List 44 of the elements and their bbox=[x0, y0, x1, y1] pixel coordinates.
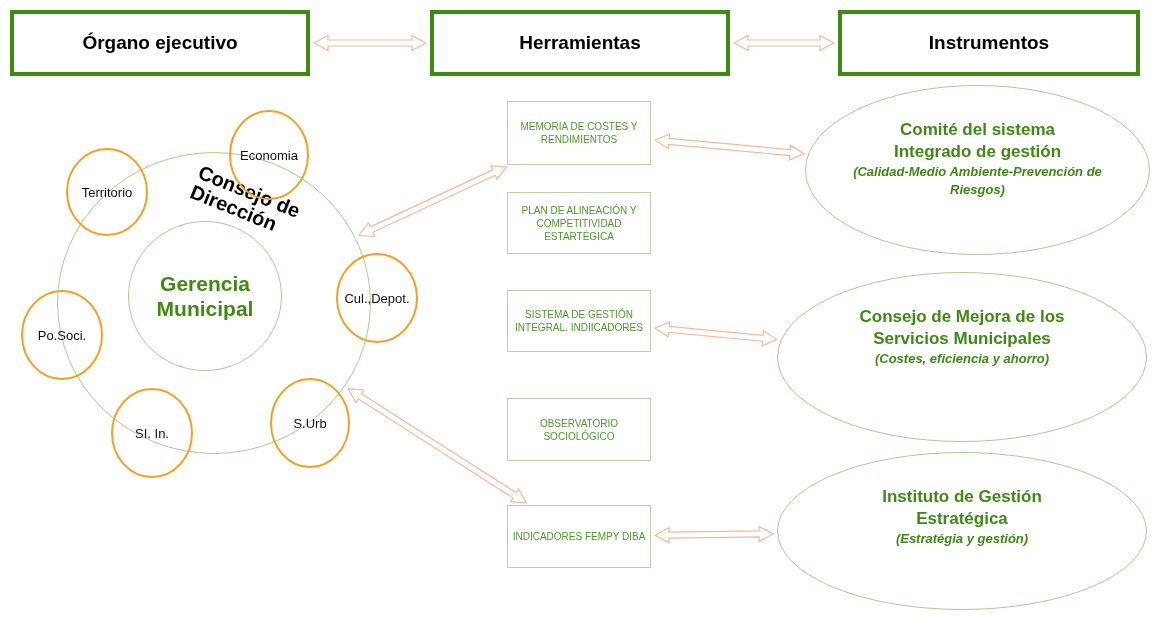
node-title: SI. In. bbox=[135, 425, 169, 441]
node-title: Herramientas bbox=[519, 32, 641, 54]
double-arrow bbox=[653, 321, 779, 347]
instrument-ellipse bbox=[777, 452, 1147, 610]
node-title: Economia bbox=[240, 147, 298, 163]
node-title: Comité del sistema Integrado de gestión bbox=[892, 119, 1063, 164]
member-circle bbox=[270, 378, 350, 468]
node-title: PLAN DE ALINEACIÓN Y COMPETITIVIDAD ESTARTÉGICA bbox=[520, 203, 638, 243]
double-arrow bbox=[732, 34, 836, 52]
node-title: Cul.,Depot. bbox=[344, 290, 410, 306]
node-title: Territorio bbox=[81, 184, 133, 200]
header-box bbox=[10, 10, 310, 76]
double-arrow bbox=[357, 165, 508, 238]
instrument-ellipse bbox=[777, 272, 1147, 442]
node-subtitle: (Costes, eficiencia y ahorro) bbox=[873, 350, 1051, 369]
node-title: MEMORIA DE COSTES Y RENDIMIENTOS bbox=[519, 120, 639, 146]
double-arrow bbox=[653, 132, 806, 161]
member-circle bbox=[66, 148, 148, 236]
node-title: Gerencia Municipal bbox=[155, 270, 255, 322]
node-subtitle: (Calidad-Medio Ambiente-Prevención de Riesgos) bbox=[852, 163, 1103, 200]
node-title: OBSERVATORIO SOCIOLÓGICO bbox=[538, 416, 620, 443]
tool-box bbox=[507, 505, 651, 568]
double-arrow bbox=[653, 525, 775, 544]
double-arrow bbox=[347, 388, 528, 504]
node-title: Instituto de Gestión Estratégica bbox=[881, 486, 1043, 531]
node-title: Po.Soci. bbox=[37, 327, 87, 343]
tool-box bbox=[507, 290, 651, 352]
member-circle bbox=[111, 388, 193, 478]
node-title: Instrumentos bbox=[928, 32, 1050, 54]
node-title: Consejo de Mejora de los Servicios Municipales bbox=[858, 306, 1066, 351]
tool-box bbox=[507, 101, 651, 165]
double-arrow bbox=[312, 34, 428, 52]
member-circle bbox=[336, 253, 418, 343]
tool-box bbox=[507, 398, 651, 461]
instrument-ellipse bbox=[805, 85, 1150, 255]
node-subtitle: (Estratégia y gestión) bbox=[894, 530, 1030, 549]
tool-box bbox=[507, 192, 651, 254]
node-title: INDICADORES FEMPY DIBA bbox=[512, 530, 646, 543]
header-box bbox=[838, 10, 1140, 76]
node-title: S.Urb bbox=[293, 415, 327, 431]
header-box bbox=[430, 10, 730, 76]
node-title: SISTEMA DE GESTIÓN INTEGRAL. INDIICADORES bbox=[514, 308, 644, 334]
node-title: Órgano ejecutivo bbox=[82, 32, 238, 54]
member-circle bbox=[21, 290, 103, 380]
